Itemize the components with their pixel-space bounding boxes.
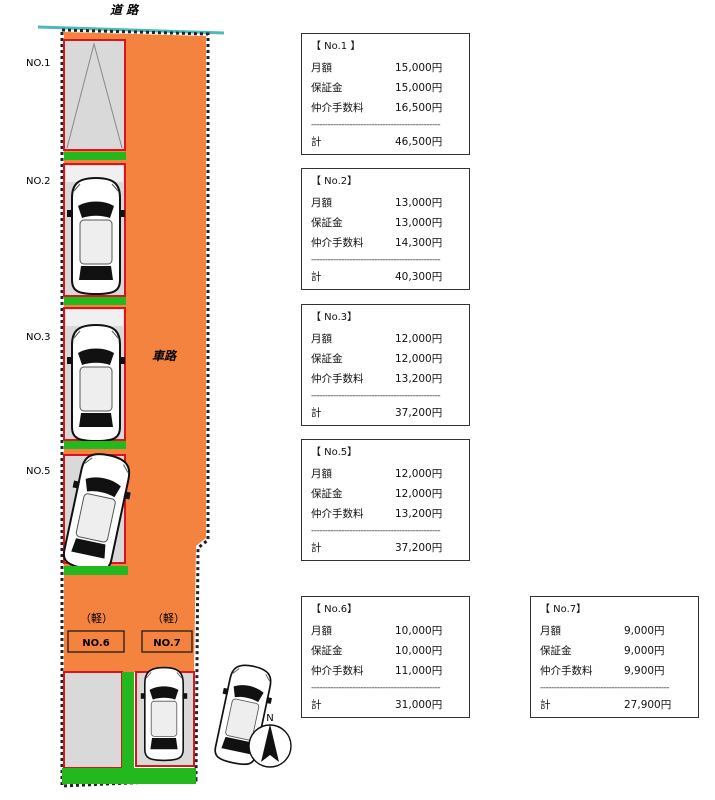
lot-label-no5: NO.5 xyxy=(26,466,51,477)
svg-text:NO.7: NO.7 xyxy=(153,638,180,649)
svg-text:N: N xyxy=(266,713,273,724)
driveway-label: 車路 xyxy=(152,349,178,363)
separator: ----------------------------------------… xyxy=(311,526,441,536)
road-line xyxy=(37,25,225,35)
car-icon xyxy=(66,324,126,442)
card-title: 【 No.5】 xyxy=(311,447,358,458)
kei-tag-no7: NO.7 xyxy=(141,630,193,653)
card-title: 【 No.1 】 xyxy=(311,41,361,52)
green-strip xyxy=(64,152,126,160)
kei-label: （軽） xyxy=(80,612,113,625)
card-title: 【 No.2】 xyxy=(311,176,358,187)
green-strip xyxy=(62,768,196,784)
kei-label: （軽） xyxy=(152,612,185,625)
car-icon xyxy=(66,177,126,295)
svg-text:NO.6: NO.6 xyxy=(82,638,109,649)
separator: ----------------------------------------… xyxy=(311,255,441,265)
kei-tag-no6: NO.6 xyxy=(67,630,125,653)
parking-stall-no3 xyxy=(63,307,126,449)
card-title: 【 No.3】 xyxy=(311,312,358,323)
card-title: 【 No.7】 xyxy=(540,604,587,615)
green-strip xyxy=(64,297,126,305)
green-strip xyxy=(64,566,128,575)
lot-label-no1: NO.1 xyxy=(26,58,51,69)
parking-stall-no2 xyxy=(63,163,126,305)
site-plan: 道 路 車路 （軽） （軽） NO.6 NO.7 xyxy=(26,3,292,788)
road-label: 道 路 xyxy=(110,3,140,17)
parking-stall-no5 xyxy=(55,448,139,576)
parking-stall-no7 xyxy=(135,666,195,767)
separator: ----------------------------------------… xyxy=(311,683,441,693)
green-strip xyxy=(64,441,126,449)
separator: ----------------------------------------… xyxy=(540,683,670,693)
green-strip xyxy=(122,672,134,768)
parking-stall-no1 xyxy=(63,39,126,160)
car-icon xyxy=(140,666,189,762)
card-title: 【 No.6】 xyxy=(311,604,358,615)
separator: ----------------------------------------… xyxy=(311,391,441,401)
lot-label-no2: NO.2 xyxy=(26,176,51,187)
compass-icon: N xyxy=(248,713,292,768)
parking-stall-no6 xyxy=(63,660,279,769)
lot-label-no3: NO.3 xyxy=(26,332,51,343)
separator: ----------------------------------------… xyxy=(311,120,441,130)
property-boundary xyxy=(60,28,210,788)
